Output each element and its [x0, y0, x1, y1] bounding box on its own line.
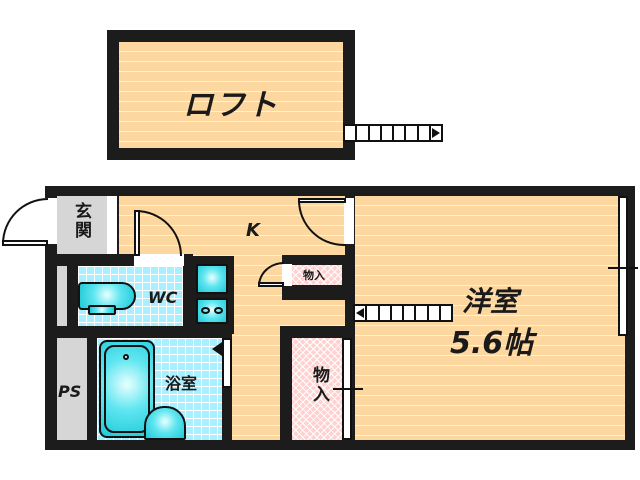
burner-right-icon: [214, 307, 223, 314]
washbasin-icon: [144, 406, 186, 440]
pipe-space-label: PS: [58, 382, 82, 401]
toilet-tank-icon: [88, 305, 116, 315]
ladder-arrow-right-icon: [432, 128, 440, 138]
bathroom-door-handle-icon: [212, 342, 222, 356]
toilet-door-leaf: [134, 210, 140, 256]
loft-ladder: [343, 124, 443, 142]
western-room-window: [618, 196, 628, 336]
entrance-door-leaf: [2, 240, 48, 246]
entrance-door-opening[interactable]: [45, 198, 57, 244]
toilet-side-shelf: [57, 266, 67, 326]
kitchen-label: K: [246, 220, 260, 241]
storage-small-floor: [292, 265, 342, 285]
room-door-opening[interactable]: [344, 198, 354, 244]
storage-small-door-leaf: [258, 282, 284, 287]
pipe-space-floor: [57, 338, 87, 440]
burner-left-icon: [201, 307, 210, 314]
bathtub-inner: [104, 345, 150, 433]
window-mark: [608, 267, 638, 269]
storage-small-door-opening[interactable]: [282, 264, 292, 286]
entrance-floor: [57, 196, 107, 254]
entrance-label: 玄関: [71, 202, 91, 240]
storage-large-label: 物入: [309, 366, 329, 404]
toilet-door-opening[interactable]: [134, 254, 184, 266]
kitchen-sink-icon: [196, 264, 228, 294]
sliding-door-mark: [333, 388, 363, 390]
ladder-arrow-left-icon: [356, 308, 364, 318]
storage-small-label: 物入: [303, 269, 325, 282]
bathtub-drain-icon: [123, 354, 129, 360]
bathroom-door[interactable]: [222, 338, 232, 388]
western-room-label: 洋室: [462, 285, 519, 318]
loft-label: ロフト: [183, 88, 279, 123]
toilet-label: WC: [148, 288, 178, 307]
entrance-door-swing: [2, 198, 48, 244]
loft-floor: [119, 42, 343, 148]
western-room-size: 5.6帖: [450, 326, 534, 361]
room-ladder: [353, 304, 453, 322]
bathroom-label: 浴室: [165, 374, 198, 393]
room-door-leaf: [298, 198, 346, 203]
entrance-step: [107, 196, 117, 254]
